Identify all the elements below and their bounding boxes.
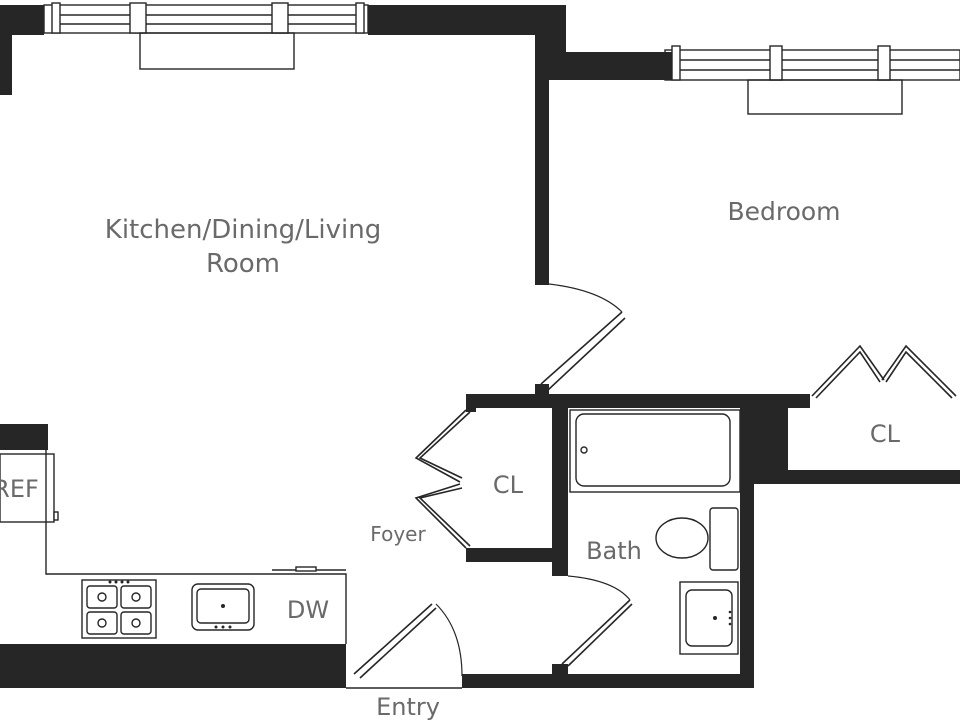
- bath-vanity-sink: [679, 581, 739, 655]
- appliance-label-ref: REF: [0, 475, 39, 503]
- wall-foyer-closet-right: [552, 394, 568, 576]
- walls: [0, 5, 960, 688]
- wall-bottom-right: [462, 674, 754, 688]
- wall-top-middle: [368, 5, 566, 35]
- refrigerator: [0, 453, 59, 523]
- toilet: [655, 507, 739, 571]
- kitchen-sink: [191, 583, 255, 631]
- wall-bottom-left: [0, 644, 346, 688]
- door-entry: [346, 603, 463, 689]
- kitchen-counter: [45, 450, 347, 644]
- door-bedroom-closet: [811, 344, 957, 399]
- wall-foyer-closet-top-stub: [466, 394, 476, 412]
- wall-left-upper: [0, 5, 12, 95]
- wall-left-ref-stub: [0, 424, 48, 450]
- room-label-closet-foyer: CL: [493, 471, 524, 499]
- room-label-bath: Bath: [586, 537, 642, 565]
- room-label-closet-bedroom: CL: [870, 420, 901, 448]
- wall-closet-bottom: [740, 470, 960, 484]
- room-label-entry: Entry: [376, 693, 440, 720]
- wall-foyer-closet-bottom: [466, 548, 568, 562]
- bathtub: [569, 409, 741, 493]
- room-label-living-line1: Kitchen/Dining/Living: [105, 215, 381, 245]
- appliance-label-dw: DW: [287, 596, 329, 624]
- wall-partition-stub: [535, 384, 549, 396]
- door-bedroom: [540, 283, 626, 391]
- wall-bath-right: [740, 394, 754, 688]
- room-label-foyer: Foyer: [370, 522, 426, 546]
- room-label-living-line2: Room: [206, 249, 280, 279]
- door-foyer-closet: [414, 409, 471, 549]
- wall-partition-upper: [535, 5, 549, 285]
- room-label-bedroom: Bedroom: [727, 197, 840, 226]
- wall-bath-door-stub: [552, 664, 568, 688]
- stove: [81, 579, 157, 639]
- window-living: [43, 2, 369, 70]
- door-bath: [561, 575, 633, 667]
- window-bedroom: [664, 45, 960, 115]
